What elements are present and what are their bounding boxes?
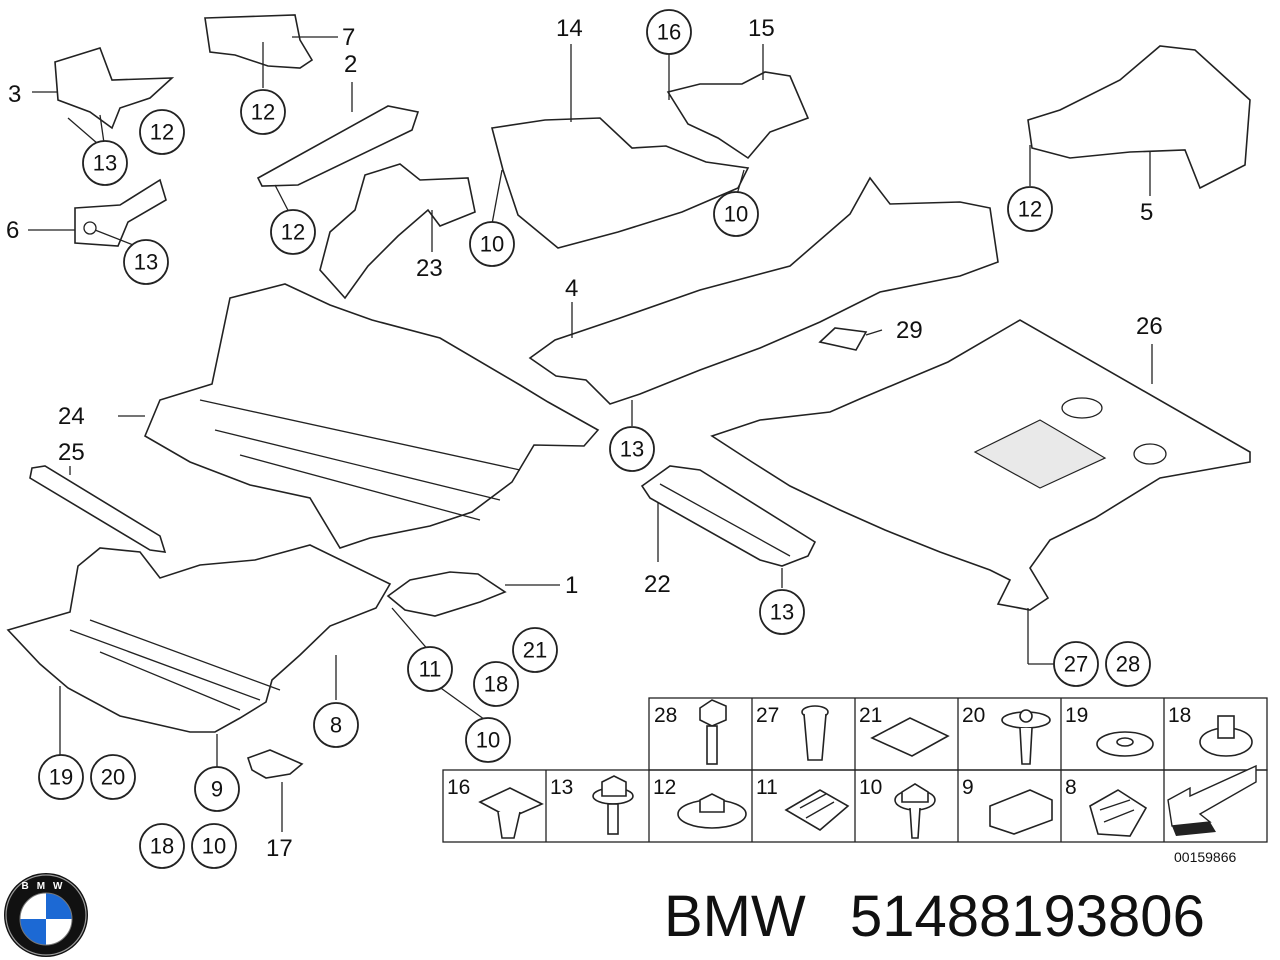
expanding-rivet-icon	[478, 787, 544, 839]
table-cell-label: 10	[859, 776, 882, 799]
callout-23: 23	[416, 255, 443, 282]
callout-25: 25	[58, 439, 85, 466]
table-cell-label: 12	[653, 776, 676, 799]
callout-11: 11	[419, 657, 442, 682]
callout-10: 10	[202, 834, 226, 859]
callout-5: 5	[1140, 199, 1153, 226]
logo-text: BMW	[22, 881, 71, 892]
callout-14: 14	[556, 15, 583, 42]
table-cell-label: 18	[1168, 704, 1191, 727]
callout-6: 6	[6, 217, 19, 244]
table-cell-label: 11	[756, 776, 778, 799]
table-cell-label: 8	[1065, 776, 1077, 799]
callout-circles	[38, 9, 1151, 869]
diagram-reference: 00159866	[1174, 849, 1237, 865]
leader-lines	[28, 36, 1153, 832]
table-cell-label: 21	[859, 704, 882, 727]
table-cell-label: 19	[1065, 704, 1088, 727]
washer-icon	[1096, 731, 1154, 757]
flange-nut-icon	[677, 793, 747, 829]
sleeve-icon	[801, 705, 829, 761]
callout-15: 15	[748, 15, 775, 42]
callout-19: 19	[49, 765, 73, 790]
spring-clip-icon	[784, 789, 850, 831]
callout-4: 4	[565, 275, 578, 302]
callout-18: 18	[150, 834, 174, 859]
callout-7: 7	[342, 24, 355, 51]
callout-2: 2	[344, 51, 357, 78]
push-nut-icon	[1199, 715, 1253, 757]
pad-icon	[870, 717, 950, 757]
callout-29: 29	[896, 317, 923, 344]
callout-numbers-plain: 7 2 3 6 14 15 23 5 4 29 26 24 25 22 1 17	[6, 15, 1163, 862]
callout-28: 28	[1116, 652, 1140, 677]
bmw-logo: BMW	[4, 873, 88, 957]
callout-13: 13	[93, 151, 117, 176]
screw-icon	[894, 783, 936, 839]
callout-numbers-circled: 12 12 13 13 12 16 10 10 12 13 13 27 28 2…	[49, 20, 1140, 859]
hex-bolt-icon	[699, 699, 727, 765]
callout-12: 12	[251, 100, 275, 125]
callout-26: 26	[1136, 313, 1163, 340]
table-cell-label: 27	[756, 704, 779, 727]
callout-12: 12	[150, 120, 174, 145]
callout-24: 24	[58, 403, 85, 430]
callout-18: 18	[484, 672, 508, 697]
callout-21: 21	[523, 638, 547, 663]
callout-17: 17	[266, 835, 293, 862]
callout-27: 27	[1064, 652, 1088, 677]
callout-8: 8	[330, 713, 342, 738]
callout-22: 22	[644, 571, 671, 598]
part-number: 51488193806	[850, 884, 1205, 949]
edge-clip-icon	[1089, 789, 1148, 837]
table-cell-label: 9	[962, 776, 974, 799]
callout-13: 13	[620, 437, 644, 462]
callout-1: 1	[565, 572, 578, 599]
callout-13: 13	[770, 600, 794, 625]
table-cell-label: 13	[550, 776, 573, 799]
callout-12: 12	[1018, 197, 1042, 222]
orientation-arrow-icon	[1167, 764, 1257, 836]
callout-16: 16	[657, 20, 681, 45]
callout-3: 3	[8, 81, 21, 108]
callout-10: 10	[724, 202, 748, 227]
callout-10: 10	[480, 232, 504, 257]
callout-9: 9	[211, 777, 223, 802]
callout-10: 10	[476, 728, 500, 753]
block-clip-icon	[989, 789, 1053, 835]
brand-name: BMW	[664, 884, 806, 949]
table-cell-label: 16	[447, 776, 470, 799]
flange-bolt-icon	[592, 775, 634, 835]
callout-12: 12	[281, 220, 305, 245]
table-cell-label: 20	[962, 704, 985, 727]
callout-13: 13	[134, 250, 158, 275]
part-shapes	[6, 14, 1251, 779]
callout-20: 20	[101, 765, 125, 790]
table-cell-label: 28	[654, 704, 677, 727]
hardware-table: 28 27 21 20 19 18 16 13 12 11 10 9 8	[442, 697, 1268, 865]
clip-screw-icon	[1001, 709, 1051, 765]
